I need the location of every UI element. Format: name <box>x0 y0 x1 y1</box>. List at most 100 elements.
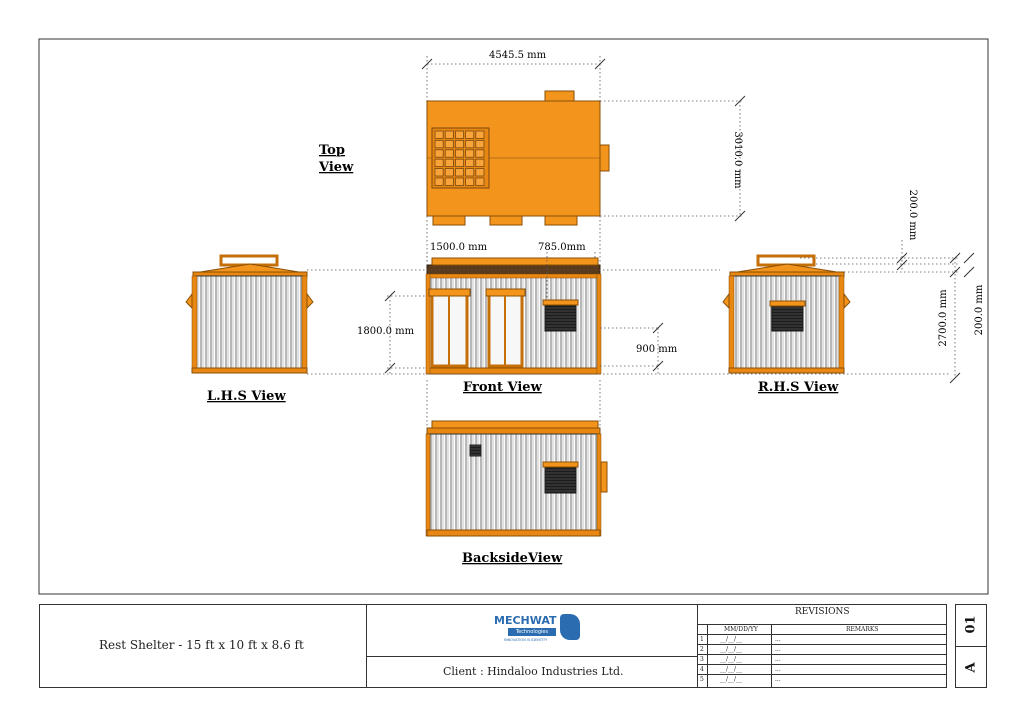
rev-remark: ... <box>775 646 781 653</box>
rev-line-0 <box>697 624 947 625</box>
front-ticks <box>384 252 975 384</box>
sheet-divider <box>955 646 987 647</box>
logo-client-divider <box>366 656 697 657</box>
rev-date: __/__/__ <box>720 676 743 683</box>
skylight-panel <box>465 168 475 177</box>
rev-no: 5 <box>700 676 704 683</box>
client-name: Client : Hindaloo Industries Ltd. <box>443 665 624 678</box>
company-logo: MECHWAT Technologies INNOVATION IS IDENT… <box>494 614 584 650</box>
rev-no: 3 <box>700 656 704 663</box>
front-view <box>425 257 602 375</box>
height-label: 3010.0 mm <box>732 131 743 189</box>
rev-remark: ... <box>775 656 781 663</box>
skylight-panel <box>475 139 485 149</box>
rhs-window <box>771 304 804 332</box>
rhs-view <box>722 254 851 374</box>
back-view <box>425 420 608 537</box>
revisions-title: REVISIONS <box>795 607 850 617</box>
dimension-ticks <box>421 58 746 222</box>
skylight-panel <box>475 158 485 167</box>
top-view <box>426 90 610 226</box>
side-tab <box>599 144 610 172</box>
front-view-title: Front View <box>463 380 543 395</box>
window-label: 785.0mm <box>538 242 586 253</box>
rev-line-1 <box>697 634 947 635</box>
skylight-panel <box>475 177 485 186</box>
rev-col-2 <box>771 624 772 688</box>
rev-remark: ... <box>775 666 781 673</box>
sheet-size: A <box>963 662 979 673</box>
skylight-panel <box>475 130 485 139</box>
title-divider-2 <box>697 604 698 688</box>
top-dimensions <box>426 56 742 262</box>
rev-date: __/__/__ <box>720 666 743 673</box>
door-label: 1500.0 mm <box>430 242 488 253</box>
rev-date: __/__/__ <box>720 646 743 653</box>
lhs-view <box>185 254 314 374</box>
title-divider-1 <box>366 604 367 688</box>
skylight-panel <box>465 149 475 158</box>
rev-remark: ... <box>775 676 781 683</box>
top-view-title-1: Top <box>319 143 345 158</box>
base-label: 200.0 mm <box>974 284 985 335</box>
skylight-panel <box>454 158 464 167</box>
front-window <box>544 303 577 332</box>
skylight-panel <box>444 168 454 177</box>
bottom-tab-1 <box>432 215 466 226</box>
rev-remark: ... <box>775 636 781 643</box>
skylight-panel <box>434 139 444 149</box>
logo-mark-icon <box>560 614 580 640</box>
skylight-panel <box>454 139 464 149</box>
front-dimensions <box>307 240 960 378</box>
rev-no: 1 <box>700 636 704 643</box>
logo-sub: Technologies <box>508 628 556 636</box>
logo-name: MECHWAT <box>494 614 557 627</box>
skylight-grid <box>434 130 485 186</box>
bottom-tab-3 <box>544 215 578 226</box>
rev-no: 4 <box>700 666 704 673</box>
back-window <box>544 465 577 494</box>
title-block <box>39 604 947 688</box>
sheet-number: 01 <box>963 615 979 634</box>
skylight-panel <box>434 158 444 167</box>
bottom-tab-2 <box>489 215 523 226</box>
rev-line-5 <box>697 674 947 675</box>
skylight-panel <box>434 168 444 177</box>
top-view-title-2: View <box>318 160 354 175</box>
drawing-border <box>38 38 989 595</box>
skylight-panel <box>444 139 454 149</box>
logo-tagline: INNOVATION IS IDENTITY <box>504 638 548 642</box>
width-label: 4545.5 mm <box>489 50 547 61</box>
lhs-view-title: L.H.S View <box>207 389 286 404</box>
top-tab <box>544 90 575 102</box>
skylight-panel <box>475 149 485 158</box>
skylight-panel <box>444 130 454 139</box>
back-vent <box>469 444 482 457</box>
rev-date: __/__/__ <box>720 656 743 663</box>
back-view-title: BacksideView <box>462 551 563 566</box>
skylight-panel <box>454 168 464 177</box>
rev-date: __/__/__ <box>720 636 743 643</box>
skylight-panel <box>444 158 454 167</box>
skylight-panel <box>454 130 464 139</box>
rhs-view-title: R.H.S View <box>758 380 839 395</box>
project-title: Rest Shelter - 15 ft x 10 ft x 8.6 ft <box>99 638 304 652</box>
rev-col-1 <box>707 624 708 688</box>
back-dim-lines <box>426 380 601 430</box>
col-date-header: MM/DD/YY <box>724 626 758 633</box>
rev-line-3 <box>697 654 947 655</box>
door-height-label: 1800.0 mm <box>357 326 415 337</box>
window-sill-label: 900 mm <box>636 344 678 355</box>
roof-label: 200.0 mm <box>907 190 918 241</box>
col-remarks-header: REMARKS <box>846 626 879 633</box>
skylight-panel <box>465 130 475 139</box>
rev-line-4 <box>697 664 947 665</box>
skylight-panel <box>454 149 464 158</box>
skylight-panel <box>465 158 475 167</box>
skylight-panel <box>475 168 485 177</box>
skylight-panel <box>444 177 454 186</box>
skylight-panel <box>434 130 444 139</box>
skylight-panel <box>434 177 444 186</box>
rev-line-2 <box>697 644 947 645</box>
